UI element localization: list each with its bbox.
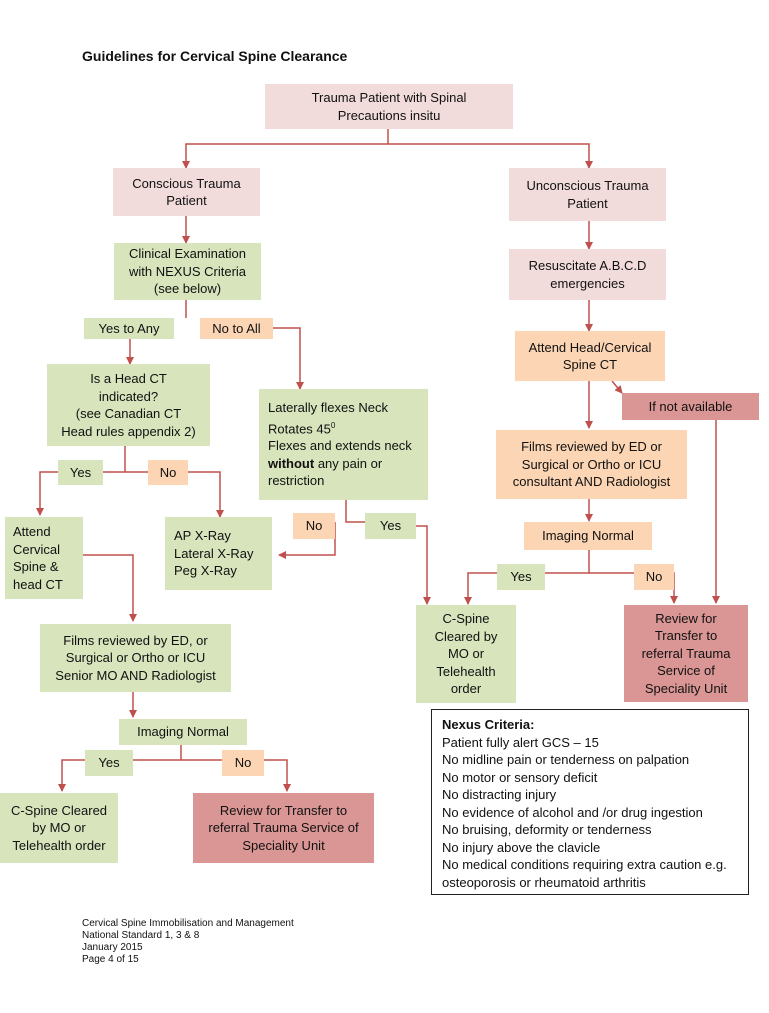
label-yes-to-any: Yes to Any — [84, 318, 174, 339]
label-no-to-all: No to All — [200, 318, 273, 339]
label-yes-lateral: Yes — [365, 513, 416, 539]
node-resuscitate: Resuscitate A.B.C.D emergencies — [509, 249, 666, 300]
lat-bold-without: without — [268, 455, 315, 471]
nexus-item: osteoporosis or rheumatoid arthritis — [442, 874, 646, 890]
label-yes-imaging-right: Yes — [497, 564, 545, 590]
label-no-imaging-left: No — [222, 750, 264, 776]
label-yes-head-ct: Yes — [58, 460, 103, 485]
node-attend-cervical-head-ct: Attend Cervical Spine & head CT — [5, 517, 83, 599]
footer-line: National Standard 1, 3 & 8 — [82, 930, 200, 941]
nexus-item: No motor or sensory deficit — [442, 769, 598, 785]
footer-line: January 2015 — [82, 942, 143, 953]
lat-line-4: any pain or — [314, 455, 383, 471]
node-if-not-available: If not available — [622, 393, 759, 420]
lat-line-1: Laterally flexes Neck — [268, 400, 388, 416]
node-attend-head-cervical-ct: Attend Head/Cervical Spine CT — [515, 331, 665, 381]
label-no-imaging-right: No — [634, 564, 674, 590]
node-head-ct-indicated: Is a Head CT indicated? (see Canadian CT… — [47, 364, 210, 446]
nexus-item: No injury above the clavicle — [442, 839, 601, 855]
nexus-heading: Nexus Criteria: — [442, 717, 535, 732]
node-laterally-flexes: Laterally flexes Neck Rotates 450 Flexes… — [259, 389, 428, 500]
lat-line-3: Flexes and extends neck — [268, 438, 412, 454]
node-review-transfer-left: Review for Transfer to referral Trauma S… — [193, 793, 374, 863]
nexus-item: No medical conditions requiring extra ca… — [442, 857, 727, 872]
node-xray: AP X-Ray Lateral X-Ray Peg X-Ray — [165, 517, 272, 590]
footer-line: Cervical Spine Immobilisation and Manage… — [82, 918, 294, 929]
footer: Cervical Spine Immobilisation and Manage… — [82, 918, 294, 966]
node-cspine-cleared-left: C-Spine Cleared by MO or Telehealth orde… — [0, 793, 118, 863]
label-yes-imaging-left: Yes — [85, 750, 133, 776]
nexus-item: Patient fully alert GCS – 15 — [442, 734, 599, 750]
lat-line-2: Rotates 45 — [268, 420, 331, 436]
node-review-transfer-right: Review for Transfer to referral Trauma S… — [624, 605, 748, 702]
label-no-head-ct: No — [148, 460, 188, 485]
node-clinical-examination: Clinical Examination with NEXUS Criteria… — [114, 243, 261, 300]
nexus-item: No midline pain or tenderness on palpati… — [442, 752, 690, 767]
nexus-item: No bruising, deformity or tenderness — [442, 822, 652, 837]
node-conscious-patient: Conscious Trauma Patient — [113, 168, 260, 216]
node-films-reviewed-left: Films reviewed by ED, or Surgical or Ort… — [40, 624, 231, 692]
node-imaging-normal-right: Imaging Normal — [524, 522, 652, 550]
nexus-item: No evidence of alcohol and /or drug inge… — [442, 804, 703, 820]
lat-line-5: restriction — [268, 473, 325, 489]
nexus-item: No distracting injury — [442, 787, 557, 802]
footer-line: Page 4 of 15 — [82, 954, 139, 965]
nexus-criteria-box: Nexus Criteria: Patient fully alert GCS … — [431, 709, 749, 895]
node-unconscious-patient: Unconscious Trauma Patient — [509, 168, 666, 221]
node-cspine-cleared-mid: C-Spine Cleared by MO or Telehealth orde… — [416, 605, 516, 703]
lat-degree-sup: 0 — [330, 420, 336, 430]
page-title: Guidelines for Cervical Spine Clearance — [82, 48, 348, 64]
node-trauma-patient: Trauma Patient with Spinal Precautions i… — [265, 84, 513, 129]
label-no-lateral: No — [293, 513, 335, 539]
node-films-reviewed-right: Films reviewed by ED or Surgical or Orth… — [496, 430, 687, 499]
node-imaging-normal-left: Imaging Normal — [119, 719, 247, 745]
